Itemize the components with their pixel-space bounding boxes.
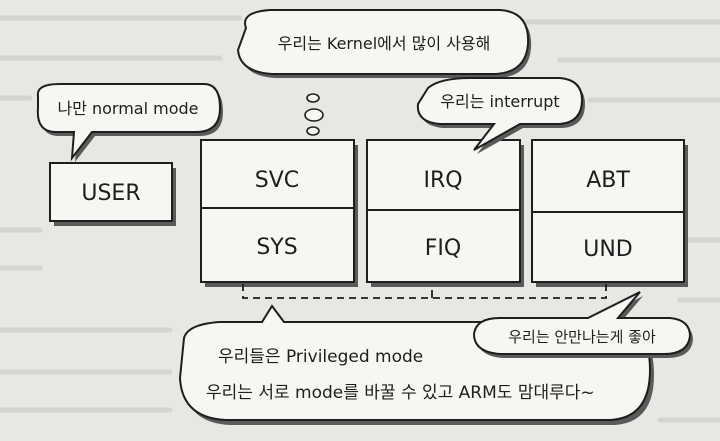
- user-note-bubble: 나만 normal mode: [36, 83, 224, 162]
- abt-note-text: 우리는 안만나는게 좋아: [508, 328, 656, 346]
- thought-dot-small: [306, 126, 320, 136]
- svc-note-text: 우리는 Kernel에서 많이 사용해: [278, 34, 491, 53]
- svc-mode-label: SVC: [255, 168, 299, 193]
- abt-und-mode-box: ABT UND: [531, 139, 688, 287]
- background-page-texture: [0, 15, 720, 423]
- svc-sys-mode-box: SVC SYS: [200, 139, 358, 287]
- irq-note-bubble: 우리는 interrupt: [416, 77, 585, 154]
- und-mode-label: UND: [583, 237, 633, 262]
- irq-mode-label: IRQ: [423, 168, 462, 193]
- abt-note-bubble: 우리는 안만나는게 좋아: [472, 291, 693, 358]
- irq-note-text: 우리는 interrupt: [440, 92, 559, 111]
- irq-fiq-mode-box: IRQ FIQ: [366, 139, 524, 287]
- privileged-line-2: 우리는 서로 mode를 바꿀 수 있고 ARM도 맘대루다~: [206, 383, 595, 403]
- abt-mode-label: ABT: [586, 168, 630, 193]
- svc-note-bubble: 우리는 Kernel에서 많이 사용해: [236, 9, 532, 136]
- fiq-mode-label: FIQ: [425, 236, 461, 261]
- privileged-line-1: 우리들은 Privileged mode: [218, 347, 423, 367]
- user-note-text: 나만 normal mode: [57, 99, 198, 118]
- thought-dot-large: [306, 93, 320, 103]
- user-mode-box: USER: [49, 162, 176, 226]
- sys-mode-label: SYS: [256, 235, 297, 260]
- thought-dot-medium: [304, 108, 324, 122]
- privileged-group-bracket: [242, 284, 607, 299]
- user-mode-label: USER: [81, 181, 140, 206]
